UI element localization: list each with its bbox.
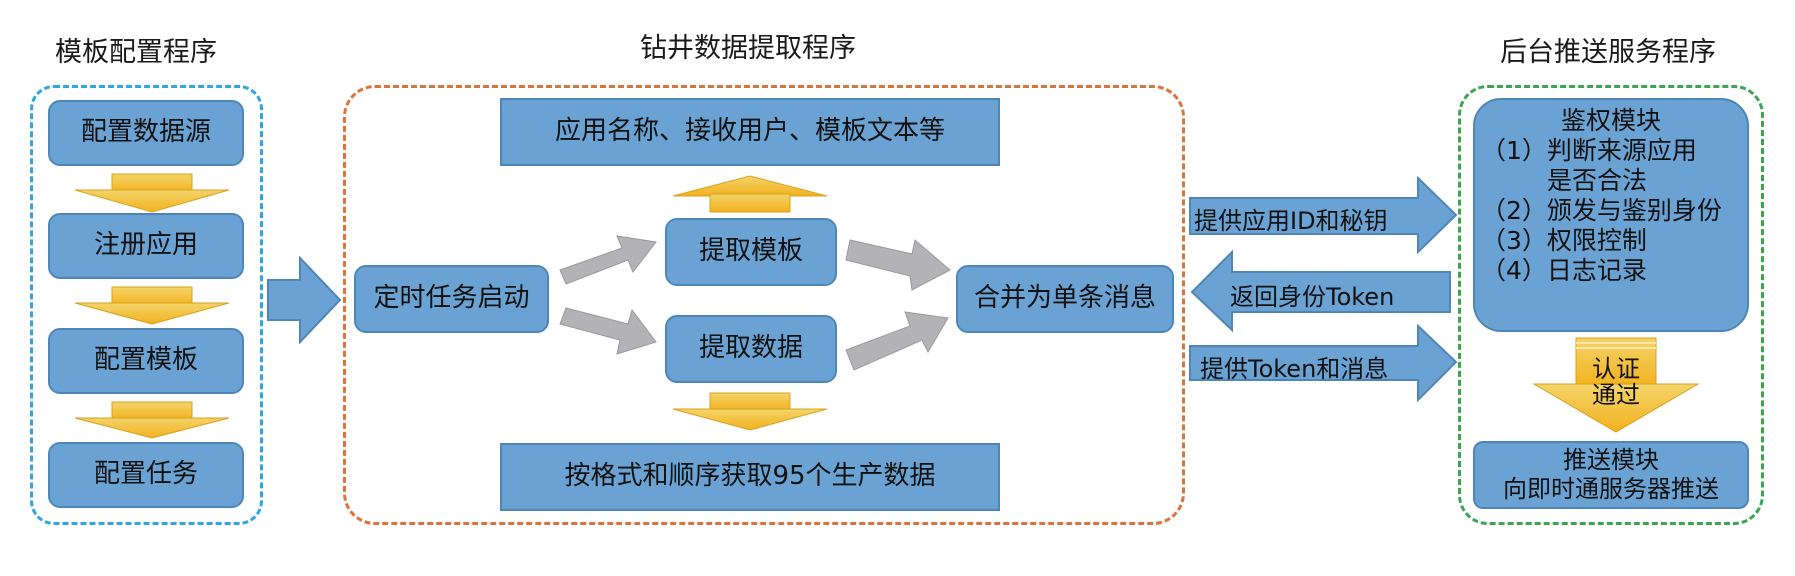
middle-frame xyxy=(343,85,1185,525)
provide-token-msg-arrow-icon xyxy=(1189,323,1458,403)
extract-data-box: 提取数据 xyxy=(665,315,837,383)
auth-item-1a: （1）判断来源应用 xyxy=(1481,136,1697,165)
down-arrow-1-icon xyxy=(74,173,230,213)
right-section-title: 后台推送服务程序 xyxy=(1500,37,1716,68)
gray-arrow-data-to-merge-icon xyxy=(845,311,949,371)
gray-arrow-timer-to-template-icon xyxy=(559,235,657,285)
extract-template-box: 提取模板 xyxy=(665,218,837,286)
auth-module-title: 鉴权模块 xyxy=(1560,106,1661,135)
gray-arrow-template-to-merge-icon xyxy=(845,239,951,291)
configure-task-step: 配置任务 xyxy=(48,442,244,508)
bottom-info-box: 按格式和顺序获取95个生产数据 xyxy=(500,443,1000,511)
down-arrow-middle-icon xyxy=(672,392,828,431)
up-arrow-icon xyxy=(672,175,828,213)
middle-section-title: 钻井数据提取程序 xyxy=(640,33,856,64)
provide-app-id-arrow-icon xyxy=(1189,175,1458,255)
top-info-box: 应用名称、接收用户、模板文本等 xyxy=(500,98,1000,166)
return-token-label: 返回身份Token xyxy=(1230,283,1395,311)
merge-message-box: 合并为单条消息 xyxy=(956,265,1174,333)
right-frame xyxy=(1458,85,1764,525)
gray-arrow-timer-to-data-icon xyxy=(559,307,657,355)
auth-pass-line2: 通过 xyxy=(1592,381,1640,409)
provide-token-msg-label: 提供Token和消息 xyxy=(1200,355,1389,383)
configure-template-step: 配置模板 xyxy=(48,328,244,394)
push-module-title: 推送模块 xyxy=(1563,446,1659,474)
push-module-desc: 向即时通服务器推送 xyxy=(1503,475,1719,503)
auth-item-1b: 是否合法 xyxy=(1547,166,1648,195)
return-token-arrow-icon xyxy=(1190,249,1451,333)
left-frame xyxy=(30,85,263,525)
register-app-step: 注册应用 xyxy=(48,213,244,279)
auth-pass-arrow-icon xyxy=(1532,337,1700,433)
down-arrow-2-icon xyxy=(74,286,230,325)
auth-pass-line1: 认证 xyxy=(1592,355,1640,383)
auth-pass-label: 认证 通过 xyxy=(1576,356,1656,408)
configure-datasource-step: 配置数据源 xyxy=(48,100,244,166)
left-section-title: 模板配置程序 xyxy=(55,37,217,68)
auth-item-2: （2）颁发与鉴别身份 xyxy=(1481,196,1722,225)
timer-start-box: 定时任务启动 xyxy=(354,265,549,333)
left-to-middle-arrow-icon xyxy=(267,255,342,345)
auth-item-3: （3）权限控制 xyxy=(1481,226,1647,255)
auth-module-box: 鉴权模块 （1）判断来源应用 是否合法 （2）颁发与鉴别身份 （3）权限控制 （… xyxy=(1473,98,1749,332)
auth-item-4: （4）日志记录 xyxy=(1481,256,1647,285)
provide-app-id-label: 提供应用ID和秘钥 xyxy=(1194,207,1388,235)
push-module-box: 推送模块 向即时通服务器推送 xyxy=(1473,441,1749,509)
down-arrow-3-icon xyxy=(74,401,230,439)
